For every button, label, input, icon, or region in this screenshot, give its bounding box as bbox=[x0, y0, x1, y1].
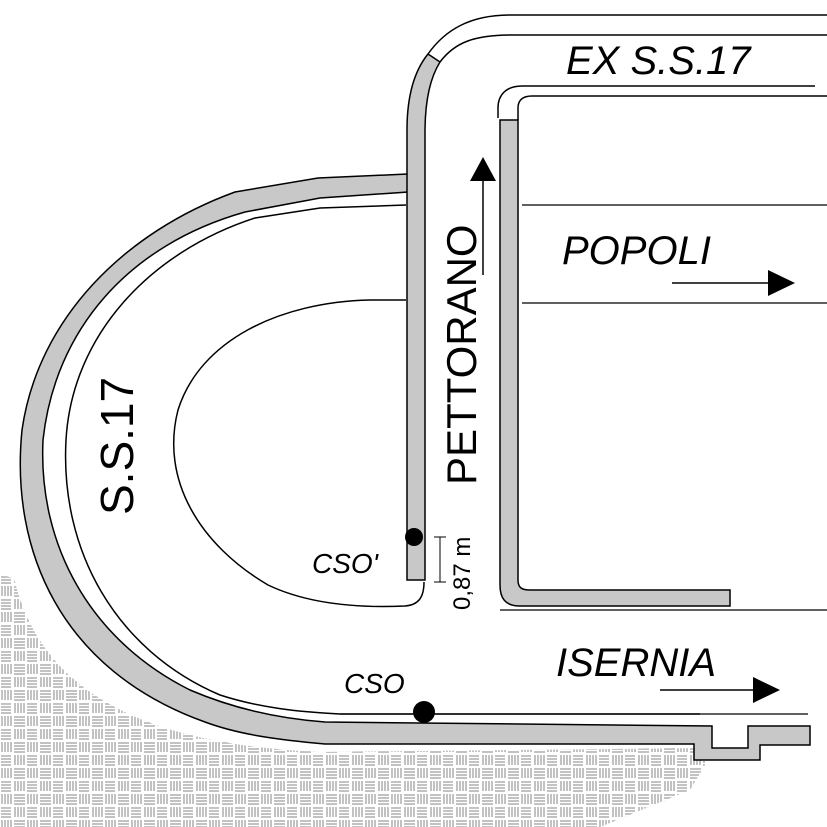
inner-road-top-inner bbox=[517, 95, 827, 120]
pettorano-left-wall bbox=[406, 52, 442, 581]
pettorano-arrow-head bbox=[470, 157, 496, 181]
ground-hatch-area bbox=[0, 575, 705, 827]
label-cso: CSO bbox=[344, 668, 405, 699]
inner-island-outline bbox=[173, 299, 425, 608]
label-ss17: S.S.17 bbox=[91, 377, 143, 515]
label-isernia: ISERNIA bbox=[556, 641, 716, 685]
outer-curve-wall bbox=[19, 173, 811, 761]
label-cso-prime: CSO' bbox=[312, 548, 380, 579]
popoli-arrow-head bbox=[768, 270, 795, 296]
cso-prime-point bbox=[405, 528, 423, 546]
label-distance: 0,87 m bbox=[449, 537, 476, 610]
inner-road-top-outer bbox=[497, 85, 815, 118]
ex-ss17-inner-line bbox=[439, 34, 827, 63]
ex-ss17-outer-line bbox=[427, 14, 827, 55]
cso-point bbox=[413, 701, 435, 723]
ss17-curve-inner-line bbox=[64, 204, 700, 715]
isernia-arrow-head bbox=[753, 677, 780, 703]
label-popoli: POPOLI bbox=[562, 229, 711, 273]
popoli-left-wall bbox=[499, 119, 731, 607]
label-pettorano: PETTORANO bbox=[438, 224, 485, 485]
label-ex-ss17: EX S.S.17 bbox=[566, 39, 752, 83]
